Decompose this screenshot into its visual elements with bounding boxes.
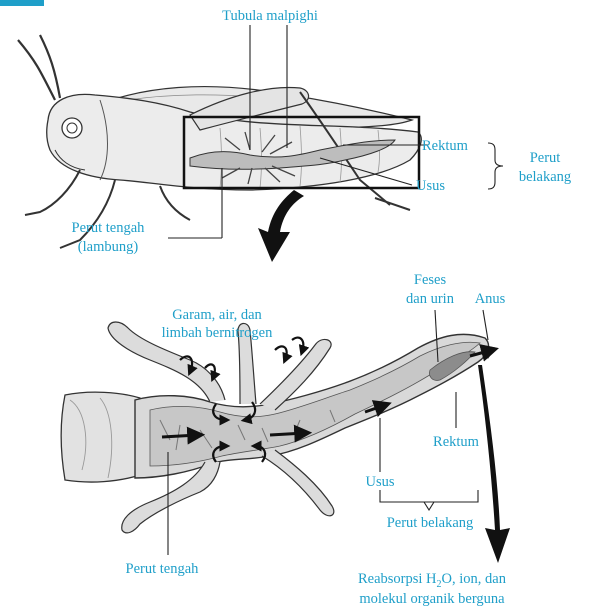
label-reabsorpsi-2: molekul organik berguna <box>359 591 505 607</box>
zoom-arrow <box>258 190 304 262</box>
label-feses-2: dan urin <box>406 291 455 307</box>
detailed-gut <box>61 322 495 533</box>
label-usus-top: Usus <box>416 178 445 194</box>
label-usus-bottom: Usus <box>365 474 394 490</box>
label-perut-tengah-top-2: (lambung) <box>78 239 139 255</box>
label-perut-belakang-top-2: belakang <box>519 169 571 185</box>
label-rektum-top: Rektum <box>422 138 469 154</box>
corner-tab <box>0 0 44 6</box>
label-feses-1: Feses <box>414 272 447 288</box>
label-perut-tengah-top-1: Perut tengah <box>72 220 146 236</box>
label-perut-tengah-bottom: Perut tengah <box>126 561 200 577</box>
reabsorpsi-part-1: Reabsorpsi H <box>358 571 437 587</box>
label-tubula-malpighi: Tubula malpighi <box>222 8 318 24</box>
label-anus: Anus <box>475 291 506 307</box>
label-rektum-bottom: Rektum <box>433 434 480 450</box>
label-reabsorpsi-1: Reabsorpsi H2O, ion, dan <box>358 571 507 590</box>
label-garam-2: limbah bernitrogen <box>162 325 273 341</box>
label-perut-belakang-bottom: Perut belakang <box>387 515 474 531</box>
reabsorption-arrow <box>478 365 510 563</box>
reabsorpsi-part-2: O, ion, dan <box>442 571 507 587</box>
label-garam-1: Garam, air, dan <box>172 307 262 323</box>
grasshopper-illustration <box>18 35 421 248</box>
label-perut-belakang-top-1: Perut <box>530 150 561 166</box>
